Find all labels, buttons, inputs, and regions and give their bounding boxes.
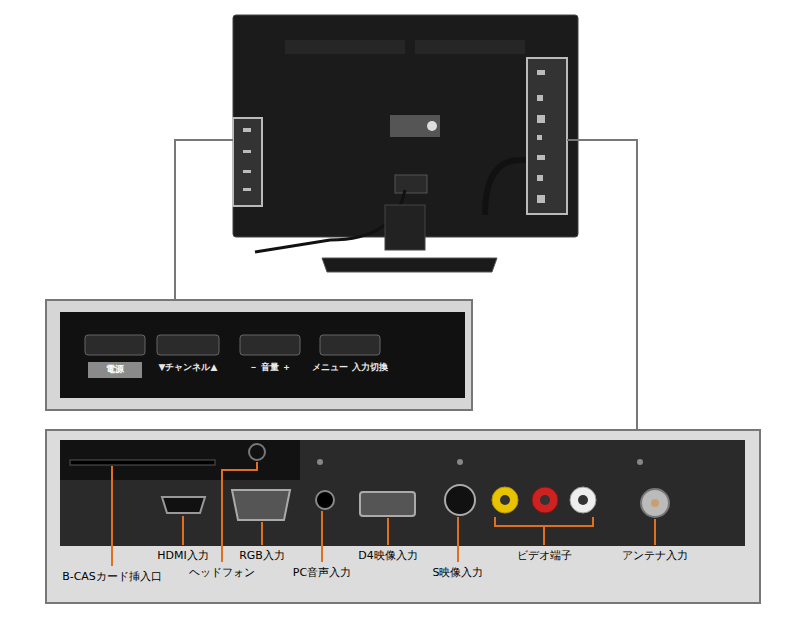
tv-body xyxy=(233,15,578,237)
callout-leaders xyxy=(112,462,655,566)
hdmi-port xyxy=(162,497,205,513)
part-label: RGB入力 xyxy=(239,549,285,562)
antenna-port xyxy=(641,489,669,517)
button-label: メニュー 入力切換 xyxy=(312,362,387,373)
part-label: PC音声入力 xyxy=(293,566,351,579)
part-label: D4映像入力 xyxy=(358,549,417,562)
part-label: B-CASカード挿入口 xyxy=(62,570,162,583)
screw xyxy=(427,121,437,131)
d4-port xyxy=(360,492,415,516)
button-label: 電源 xyxy=(106,364,124,375)
vent xyxy=(415,40,525,54)
connector-panel xyxy=(46,430,760,603)
part-label: HDMI入力 xyxy=(157,549,208,562)
part-label: S映像入力 xyxy=(433,566,484,579)
leader-line xyxy=(567,140,637,430)
label-plate xyxy=(88,362,142,378)
stand-base xyxy=(322,258,497,272)
stand-neck xyxy=(385,205,425,250)
highlight-box xyxy=(527,58,567,214)
s-video-port xyxy=(445,485,475,515)
power-cord xyxy=(255,190,405,252)
sticker xyxy=(390,115,440,137)
button-panel xyxy=(46,300,472,410)
part-label: ビデオ端子 xyxy=(517,549,572,562)
cable-clip xyxy=(395,175,427,193)
button-photo xyxy=(60,312,465,398)
button-label: － 音量 ＋ xyxy=(249,362,291,373)
leader-line xyxy=(175,140,233,300)
connector-photo xyxy=(60,440,745,546)
part-label: ヘッドフォン xyxy=(189,566,255,579)
pc-audio-jack xyxy=(316,491,334,509)
rgb-port xyxy=(232,490,290,520)
button-label: ▼チャンネル▲ xyxy=(159,362,218,373)
bcas-slot xyxy=(70,460,215,465)
vent xyxy=(285,40,405,54)
part-label: アンテナ入力 xyxy=(622,549,688,562)
highlight-box xyxy=(233,118,262,206)
headphone-jack xyxy=(249,444,265,460)
